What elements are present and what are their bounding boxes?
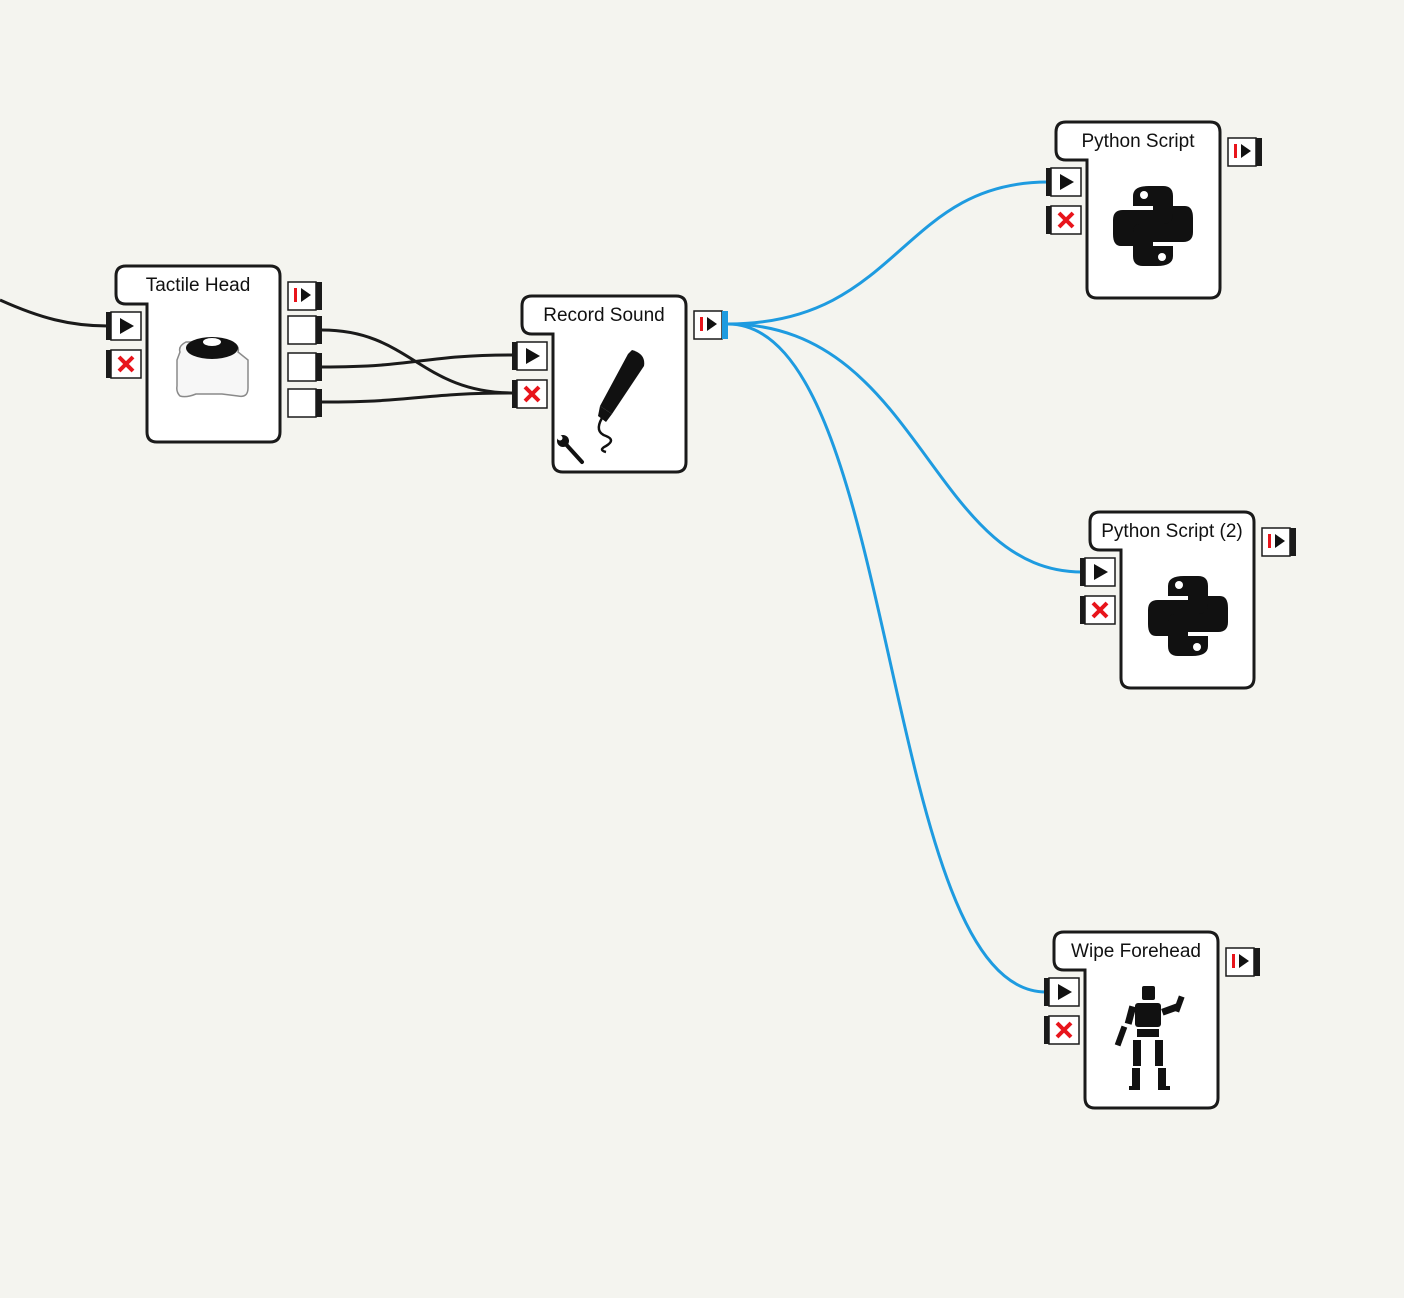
box-python-script[interactable]: Python Script: [1046, 120, 1262, 300]
box-record-sound[interactable]: Record Sound: [512, 294, 728, 474]
start-input-port[interactable]: [512, 341, 548, 371]
start-input-port[interactable]: [1080, 557, 1116, 587]
microphone-icon: [597, 350, 645, 454]
touched-output-port-front[interactable]: [287, 315, 322, 345]
box-wipe-forehead[interactable]: Wipe Forehead: [1044, 930, 1260, 1110]
connections: [0, 180, 1083, 994]
box-title: Wipe Forehead: [1071, 941, 1201, 962]
connection-record-to-wipe-forehead[interactable]: [727, 322, 1047, 994]
python-icon: [1148, 576, 1228, 656]
stop-input-port[interactable]: [512, 379, 548, 409]
touched-output-port-rear[interactable]: [287, 388, 322, 418]
done-output-port[interactable]: [1261, 527, 1296, 557]
connection-record-to-python-script[interactable]: [727, 180, 1049, 326]
stop-input-port[interactable]: [1080, 595, 1116, 625]
box-frame: [520, 294, 688, 474]
box-python-script-2[interactable]: Python Script (2): [1080, 510, 1296, 690]
box-title: Python Script: [1082, 131, 1196, 152]
connection-record-to-python-script-2[interactable]: [727, 322, 1083, 574]
stop-input-port[interactable]: [106, 349, 142, 379]
start-input-port[interactable]: [1046, 167, 1082, 197]
start-input-port[interactable]: [106, 311, 142, 341]
start-input-port[interactable]: [1044, 977, 1080, 1007]
stop-input-port[interactable]: [1044, 1015, 1080, 1045]
python-icon: [1113, 186, 1193, 266]
done-output-port[interactable]: [1225, 947, 1260, 977]
done-output-port[interactable]: [1227, 137, 1262, 167]
box-title: Tactile Head: [146, 275, 251, 296]
connection-tactile-out2-to-record-start[interactable]: [321, 353, 515, 369]
stop-input-port[interactable]: [1046, 205, 1082, 235]
box-title: Python Script (2): [1101, 521, 1243, 542]
box-tactile-head[interactable]: Tactile Head: [106, 264, 322, 444]
touched-output-port-middle[interactable]: [287, 352, 322, 382]
connection-incoming-to-tactile-head[interactable]: [0, 298, 109, 328]
robot-icon: [1114, 986, 1185, 1090]
done-output-port[interactable]: [287, 281, 322, 311]
tactile-head-icon: [176, 337, 249, 398]
done-output-port[interactable]: [693, 310, 728, 340]
wrench-icon[interactable]: [557, 435, 584, 464]
connection-tactile-out3-to-record-stop[interactable]: [321, 391, 515, 404]
box-title: Record Sound: [543, 305, 664, 326]
